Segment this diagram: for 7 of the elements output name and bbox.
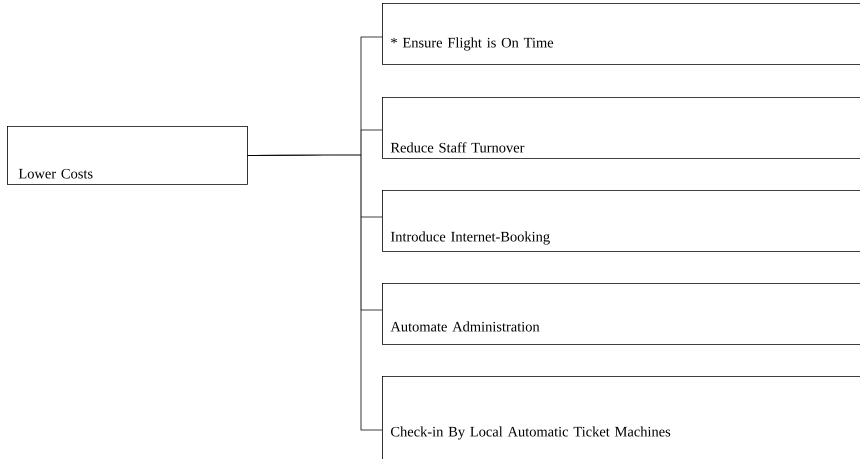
connector-line bbox=[247, 154, 382, 430]
text-box: Reduce Staff Turnover bbox=[382, 97, 860, 159]
text-box: Lower Costs bbox=[7, 126, 248, 185]
text-box: * Ensure Flight is On Time bbox=[382, 3, 860, 65]
text-box: Automate Administration bbox=[382, 283, 860, 345]
text-box: Check-in By Local Automatic Ticket Machines bbox=[382, 376, 860, 459]
text-box: Introduce Internet-Booking bbox=[382, 190, 860, 252]
